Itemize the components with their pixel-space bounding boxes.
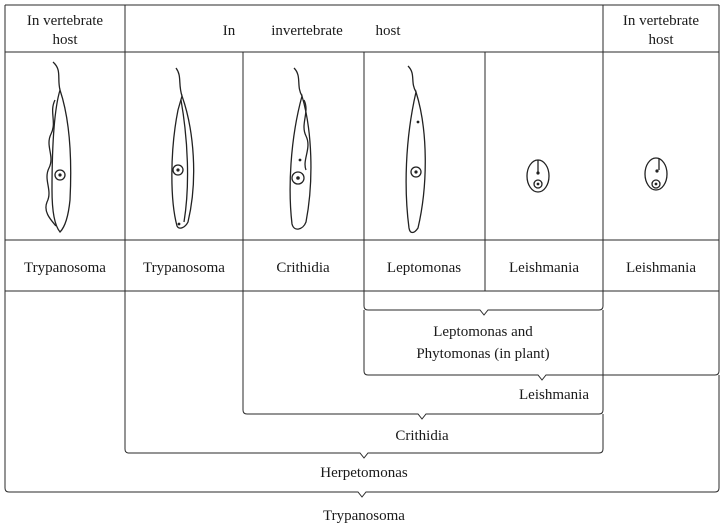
column-label-trypanosoma: Trypanosoma: [24, 260, 106, 276]
bracket-label-herpetomonas: Herpetomonas: [320, 465, 408, 481]
column-label-leishmania: Leishmania: [626, 260, 696, 276]
header-right-line1: In vertebrate: [623, 13, 700, 29]
bracket-label-trypanosoma: Trypanosoma: [323, 508, 405, 524]
leptomonas-organism-icon: [406, 66, 425, 233]
bracket-leptomonas-phytomonas: [364, 291, 719, 380]
header-mid-word2: invertebrate: [271, 23, 343, 39]
header-mid-word1: In: [223, 23, 236, 39]
crithidia-organism-icon: [290, 68, 311, 229]
trypanosoma-organism-icon: [46, 62, 71, 232]
trypanosoma-form-icon: [172, 68, 194, 228]
column-label-trypanosoma: Trypanosoma: [143, 260, 225, 276]
header-mid-word3: host: [375, 23, 401, 39]
header-left-line1: In vertebrate: [27, 13, 104, 29]
bracket-leptomonas-range: [364, 291, 603, 315]
bracket-label-phytomonas: Phytomonas (in plant): [416, 346, 549, 362]
column-label-leptomonas: Leptomonas: [387, 260, 461, 276]
leishmania-organism-icon: [527, 160, 549, 192]
bracket-label-leishmania: Leishmania: [519, 387, 589, 403]
column-label-crithidia: Crithidia: [276, 260, 330, 276]
header-right-line2: host: [648, 32, 674, 48]
bracket-label-leptomonas: Leptomonas and: [433, 324, 533, 340]
table-grid: [5, 5, 719, 291]
leishmania-organism-icon: [645, 158, 667, 190]
bracket-label-crithidia: Crithidia: [395, 428, 449, 444]
header-left-line2: host: [52, 32, 78, 48]
column-label-leishmania: Leishmania: [509, 260, 579, 276]
